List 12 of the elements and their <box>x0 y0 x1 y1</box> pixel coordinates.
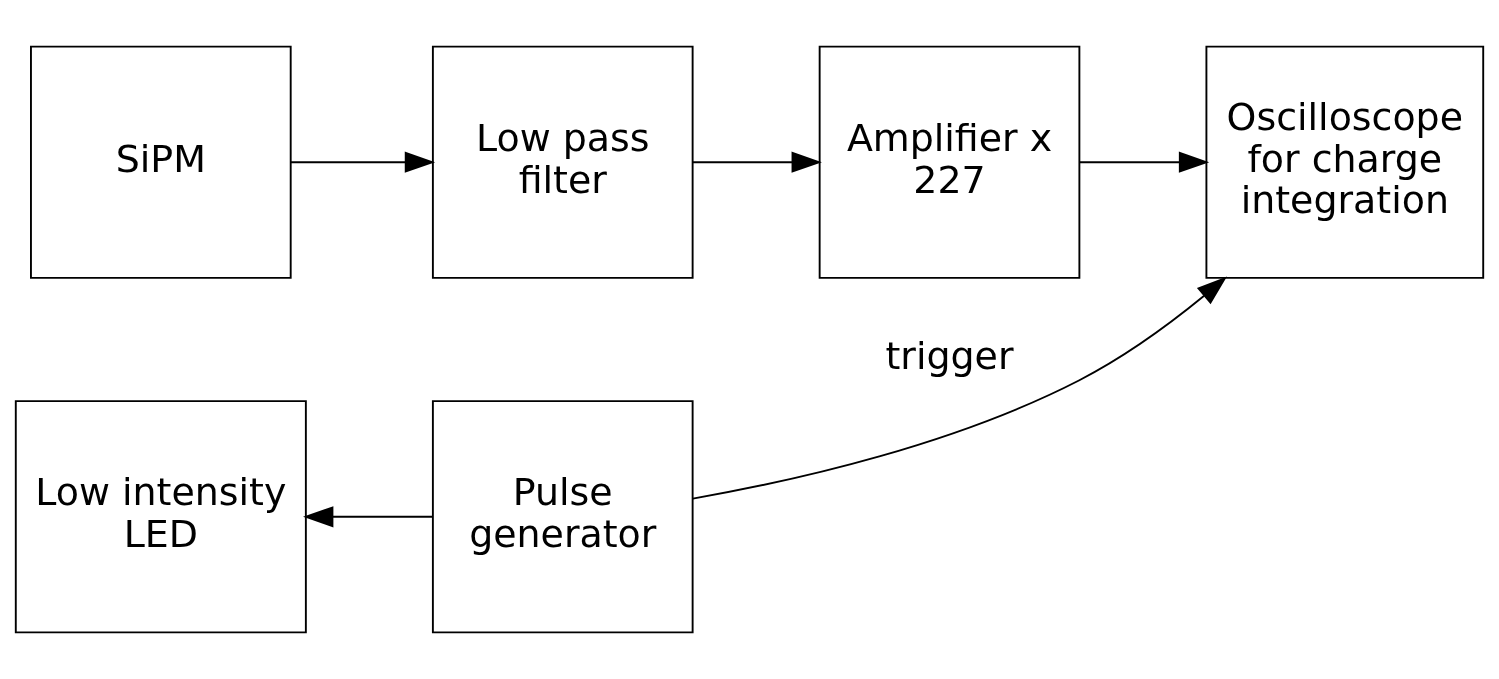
node-box: SiPM <box>30 45 292 279</box>
node-box: Low intensity LED <box>14 400 307 634</box>
arrow <box>691 276 1227 500</box>
arrow <box>289 151 436 173</box>
node-box: Amplifier x 227 <box>818 45 1081 279</box>
node-box: Oscilloscope for charge integration <box>1205 45 1485 279</box>
edge-label: trigger <box>885 333 1014 378</box>
arrow <box>1078 151 1210 173</box>
arrow <box>303 506 434 528</box>
node-box: Low pass filter <box>431 45 694 279</box>
arrow <box>691 151 822 173</box>
node-box: Pulse generator <box>431 400 694 634</box>
